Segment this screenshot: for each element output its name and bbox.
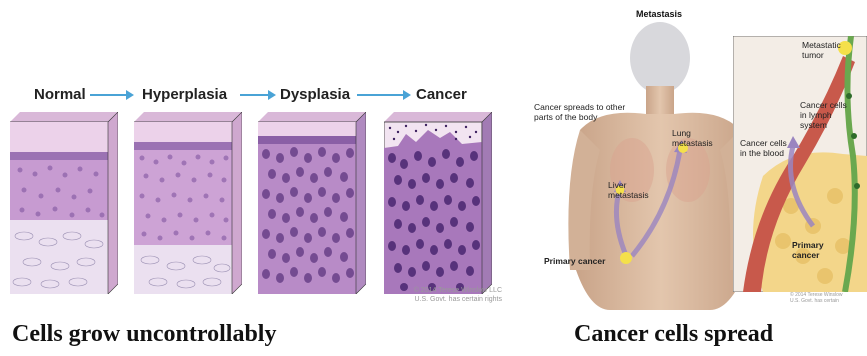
arrow-normal-to-hyperplasia [90,94,132,96]
stage-label-hyperplasia: Hyperplasia [142,86,227,103]
arrow-dysplasia-to-cancer [357,94,409,96]
label-lung-metastasis: Lung metastasis [672,128,726,148]
label-primary-cancer: Primary cancer [544,256,605,266]
arrow-hyperplasia-to-dysplasia [240,94,274,96]
label-liver-metastasis: Liver metastasis [608,180,656,200]
tissue-block-cancer [384,112,492,294]
stage-label-cancer: Cancer [416,86,467,103]
right-copyright: © 2014 Terese Winslow U.S. Govt. has cer… [790,292,843,304]
label-spread-note: Cancer spreads to other parts of the bod… [534,102,630,122]
label-metastatic-tumor: Metastatic tumor [802,40,850,60]
left-copyright: © 2014 Terese Winslow LLC U.S. Govt. has… [392,286,502,304]
tissue-block-normal [10,112,118,294]
label-cancer-in-blood: Cancer cells in the blood [740,138,792,158]
human-body-figure [560,20,760,310]
stage-label-dysplasia: Dysplasia [280,86,350,103]
tissue-block-hyperplasia [134,112,242,294]
label-lymph-system: Cancer cells in lymph system [800,100,854,130]
stage-label-normal: Normal [34,86,86,103]
label-primary-cancer-inset: Primary cancer [792,240,832,260]
tissue-block-dysplasia [258,112,366,294]
caption-left: Cells grow uncontrollably [12,321,276,348]
metastasis-title: Metastasis [636,9,682,19]
caption-right: Cancer cells spread [574,321,773,348]
